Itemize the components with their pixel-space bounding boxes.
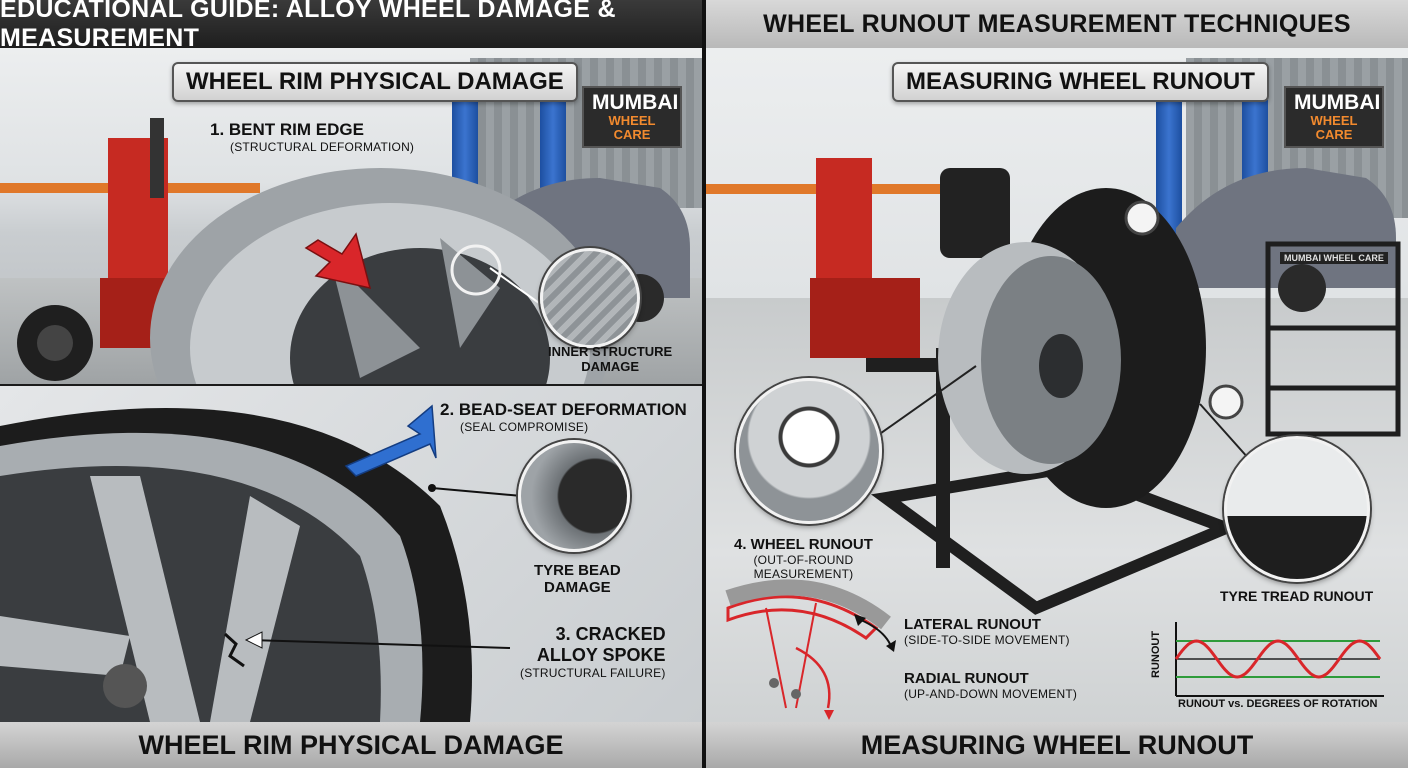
rim-gauge-zoom bbox=[736, 378, 882, 524]
spoke bbox=[90, 476, 200, 722]
chart-series-line bbox=[1174, 639, 1382, 679]
lateral-runout-sub: (SIDE-TO-SIDE MOVEMENT) bbox=[904, 633, 1070, 647]
bead-seat-label: 2. BEAD-SEAT DEFORMATION (SEAL COMPROMIS… bbox=[440, 400, 687, 434]
wheel-runout-title: 4. WHEEL RUNOUT bbox=[734, 536, 873, 553]
tyre-bead-label: TYRE BEAD DAMAGE bbox=[534, 562, 621, 596]
tyre-bead-line1: TYRE BEAD bbox=[534, 562, 621, 579]
bead-seat-title: 2. BEAD-SEAT DEFORMATION bbox=[440, 400, 687, 419]
right-header: WHEEL RUNOUT MEASUREMENT TECHNIQUES bbox=[706, 0, 1408, 48]
tread-runout-label: TYRE TREAD RUNOUT bbox=[1220, 588, 1374, 604]
bent-rim-title: 1. BENT RIM EDGE bbox=[210, 120, 364, 139]
wheel-balancer bbox=[940, 168, 1010, 258]
chart-ylabel: RUNOUT bbox=[1150, 630, 1162, 678]
tread-gauge-zoom bbox=[1224, 436, 1370, 582]
runout-diagram-arc bbox=[726, 595, 879, 640]
bead-seat-arrow bbox=[344, 404, 437, 477]
car-body bbox=[1176, 168, 1396, 288]
crack bbox=[223, 632, 245, 668]
radial-runout-title: RADIAL RUNOUT bbox=[904, 670, 1029, 687]
zoom-ring bbox=[450, 244, 502, 296]
tool-cart bbox=[1265, 241, 1401, 437]
left-upper-illustration bbox=[17, 118, 690, 384]
right-illustration bbox=[725, 158, 1401, 720]
tyre-bead-zoom bbox=[518, 440, 630, 552]
bent-rim-label: 1. BENT RIM EDGE (STRUCTURAL DEFORMATION… bbox=[210, 120, 414, 154]
sign-line2: WHEEL CARE bbox=[608, 113, 656, 142]
lug-nut bbox=[103, 664, 147, 708]
tyre-bead-line2: DAMAGE bbox=[544, 579, 611, 596]
lateral-runout-title: LATERAL RUNOUT bbox=[904, 616, 1041, 633]
cracked-spoke-label: 3. CRACKED ALLOY SPOKE (STRUCTURAL FAILU… bbox=[520, 624, 666, 680]
right-footer: MEASURING WHEEL RUNOUT bbox=[706, 722, 1408, 768]
sign-line2: WHEEL CARE bbox=[1310, 113, 1358, 142]
inner-structure-line2: DAMAGE bbox=[581, 359, 639, 374]
spoke bbox=[210, 496, 300, 722]
panel-divider bbox=[702, 0, 706, 768]
cracked-spoke-line1: 3. CRACKED bbox=[555, 624, 666, 644]
left-footer: WHEEL RIM PHYSICAL DAMAGE bbox=[0, 722, 702, 768]
left-upper-scene: MUMBAI WHEEL CARE bbox=[0, 48, 702, 384]
bead-seat-sub: (SEAL COMPROMISE) bbox=[460, 420, 589, 434]
side-dial-gauge bbox=[1208, 384, 1244, 420]
bent-rim-arrow bbox=[304, 232, 372, 289]
chart-xlabel: RUNOUT vs. DEGREES OF ROTATION bbox=[1178, 698, 1378, 710]
inner-structure-label: INNER STRUCTURE DAMAGE bbox=[548, 344, 672, 374]
shop-sign: MUMBAI WHEEL CARE bbox=[1284, 86, 1384, 148]
spoke bbox=[0, 616, 130, 676]
lateral-runout-label: LATERAL RUNOUT (SIDE-TO-SIDE MOVEMENT) bbox=[904, 616, 1070, 647]
shop-sign: MUMBAI WHEEL CARE bbox=[582, 86, 682, 148]
right-panel: MUMBAI WHEEL CARE bbox=[706, 0, 1408, 768]
sign-line1: MUMBAI bbox=[592, 91, 679, 114]
left-panel: MUMBAI WHEEL CARE bbox=[0, 0, 702, 768]
top-dial-gauge bbox=[1124, 200, 1160, 236]
wheel-runout-label: 4. WHEEL RUNOUT (OUT-OF-ROUND MEASUREMEN… bbox=[734, 536, 873, 581]
radial-runout-sub: (UP-AND-DOWN MOVEMENT) bbox=[904, 687, 1078, 701]
left-lower-scene: 2. BEAD-SEAT DEFORMATION (SEAL COMPROMIS… bbox=[0, 386, 702, 722]
inner-structure-line1: INNER STRUCTURE bbox=[548, 344, 673, 359]
cracked-spoke-sub: (STRUCTURAL FAILURE) bbox=[520, 666, 666, 680]
tyre-changer-base bbox=[810, 278, 920, 358]
radial-runout-label: RADIAL RUNOUT (UP-AND-DOWN MOVEMENT) bbox=[904, 670, 1077, 701]
wheel-runout-sub1: (OUT-OF-ROUND bbox=[753, 553, 854, 567]
left-top-pill: WHEEL RIM PHYSICAL DAMAGE bbox=[172, 62, 578, 102]
bent-rim-sub: (STRUCTURAL DEFORMATION) bbox=[230, 140, 415, 154]
left-header: EDUCATIONAL GUIDE: ALLOY WHEEL DAMAGE & … bbox=[0, 0, 702, 52]
right-top-pill: MEASURING WHEEL RUNOUT bbox=[892, 62, 1269, 102]
inner-structure-zoom bbox=[540, 248, 640, 348]
cracked-spoke-line2: ALLOY SPOKE bbox=[536, 645, 666, 665]
right-scene: MUMBAI WHEEL CARE bbox=[706, 48, 1408, 722]
cart-label: MUMBAI WHEEL CARE bbox=[1280, 252, 1388, 264]
left-lower-illustration bbox=[0, 404, 523, 722]
sign-line1: MUMBAI bbox=[1294, 91, 1381, 114]
runout-chart bbox=[1174, 622, 1384, 697]
wheel-runout-sub2: MEASUREMENT) bbox=[753, 567, 854, 581]
